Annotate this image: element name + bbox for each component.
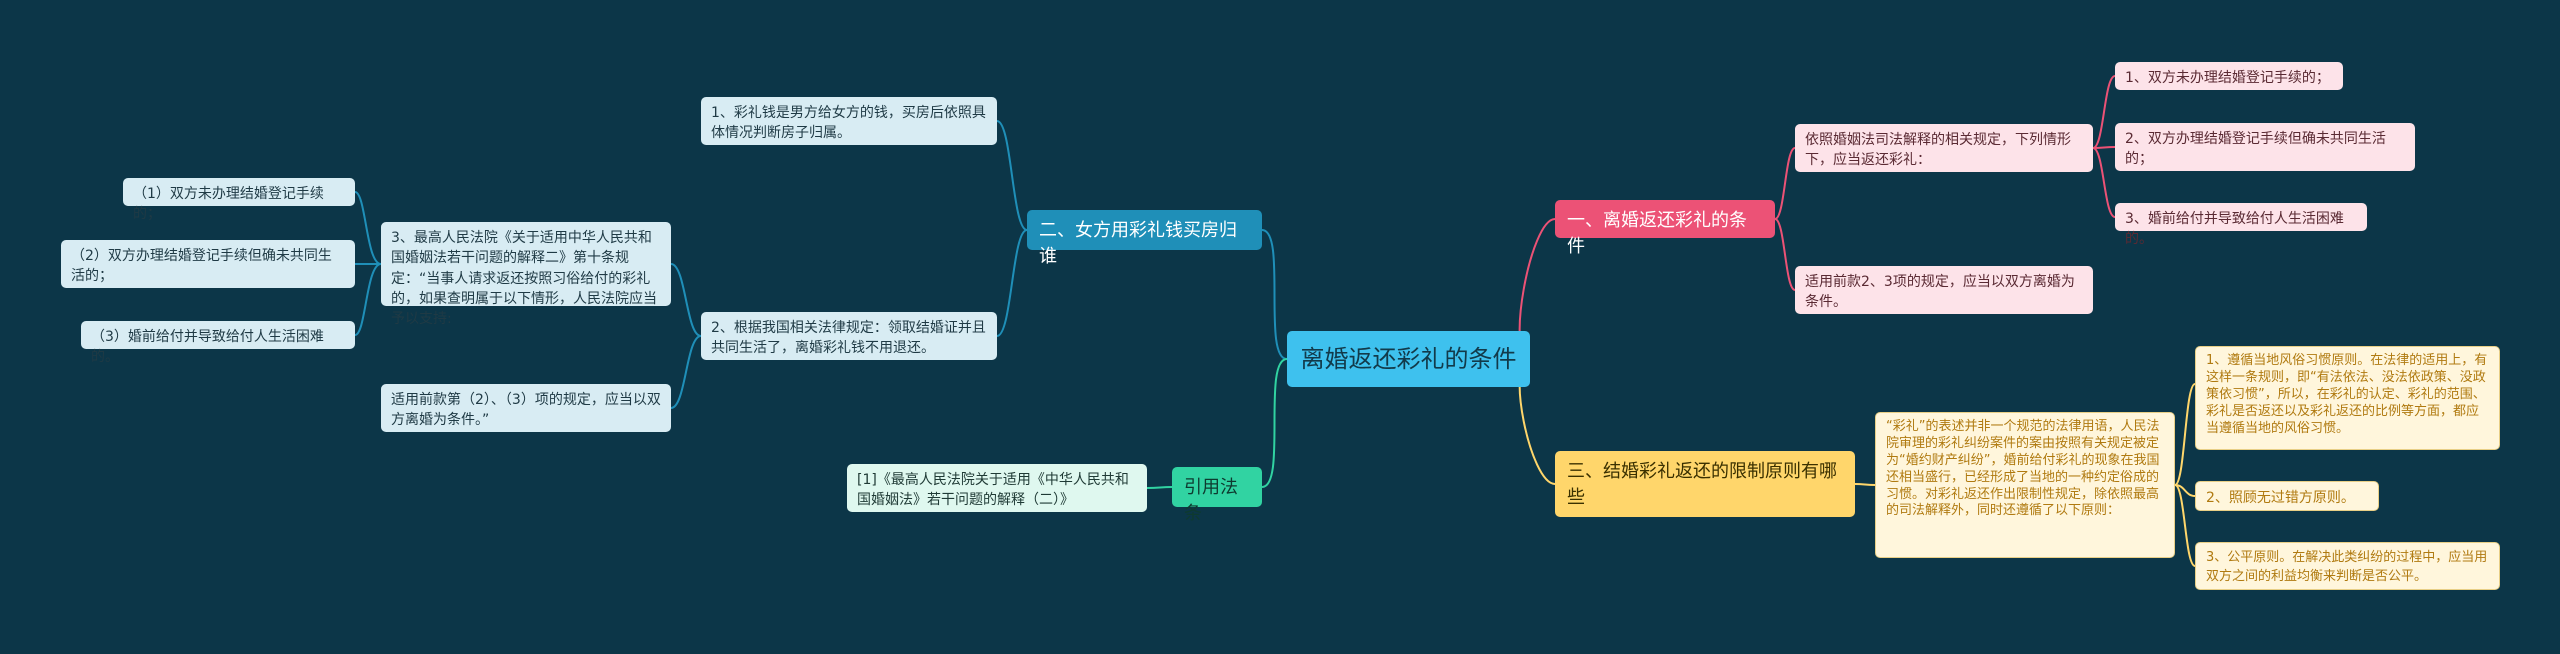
judicial-interpretation-text[interactable]: 3、最高人民法院《关于适用中华人民共和国婚姻法若干问题的解释二》第十条规定：“当… <box>381 222 671 327</box>
judicial-interpretation-item[interactable]: （3）婚前给付并导致给付人生活困难的。 <box>81 321 355 365</box>
branch-cited-law[interactable]: 引用法条 <box>1172 467 1262 524</box>
return-conditions-intro[interactable]: 依照婚姻法司法解释的相关规定，下列情形下，应当返还彩礼： <box>1795 124 2093 172</box>
branch-restriction-principles[interactable]: 三、结婚彩礼返还的限制原则有哪些 <box>1555 451 1855 517</box>
principle-item[interactable]: 1、遵循当地风俗习惯原则。在法律的适用上，有这样一条规则，即“有法依法、没法依政… <box>2195 346 2500 450</box>
link-root-b2 <box>1261 229 1288 360</box>
judicial-interpretation-note[interactable]: 适用前款第（2）、（3）项的规定，应当以双方离婚为条件。” <box>381 384 671 432</box>
return-condition-item[interactable]: 1、双方未办理结婚登记手续的； <box>2115 62 2343 90</box>
house-ownership-point-1[interactable]: 1、彩礼钱是男方给女方的钱，买房后依照具体情况判断房子归属。 <box>701 97 997 145</box>
return-conditions-note[interactable]: 适用前款2、3项的规定，应当以双方离婚为条件。 <box>1795 266 2093 314</box>
principle-item[interactable]: 3、公平原则。在解决此类纠纷的过程中，应当用双方之间的利益均衡来判断是否公平。 <box>2195 542 2500 590</box>
branch-return-conditions[interactable]: 一、离婚返还彩礼的条件 <box>1555 200 1775 257</box>
house-ownership-point-2[interactable]: 2、根据我国相关法律规定：领取结婚证并且共同生活了，离婚彩礼钱不用退还。 <box>701 312 997 360</box>
branch-house-ownership[interactable]: 二、女方用彩礼钱买房归谁 <box>1027 210 1262 267</box>
cited-law-reference[interactable]: [1]《最高人民法院关于适用《中华人民共和国婚姻法》若干问题的解释（二）》 <box>847 464 1147 512</box>
judicial-interpretation-item[interactable]: （1）双方未办理结婚登记手续的； <box>123 178 355 222</box>
restriction-principles-intro[interactable]: “彩礼”的表述并非一个规范的法律用语，人民法院审理的彩礼纠纷案件的案由按照有关规… <box>1875 412 2175 558</box>
return-condition-item[interactable]: 2、双方办理结婚登记手续但确未共同生活的； <box>2115 123 2415 171</box>
link-root-b4 <box>1261 358 1288 488</box>
judicial-interpretation-item[interactable]: （2）双方办理结婚登记手续但确未共同生活的； <box>61 240 355 288</box>
principle-item[interactable]: 2、照顾无过错方原则。 <box>2195 481 2379 511</box>
root-topic[interactable]: 离婚返还彩礼的条件 <box>1287 331 1530 387</box>
return-condition-item[interactable]: 3、婚前给付并导致给付人生活困难的。 <box>2115 203 2367 247</box>
